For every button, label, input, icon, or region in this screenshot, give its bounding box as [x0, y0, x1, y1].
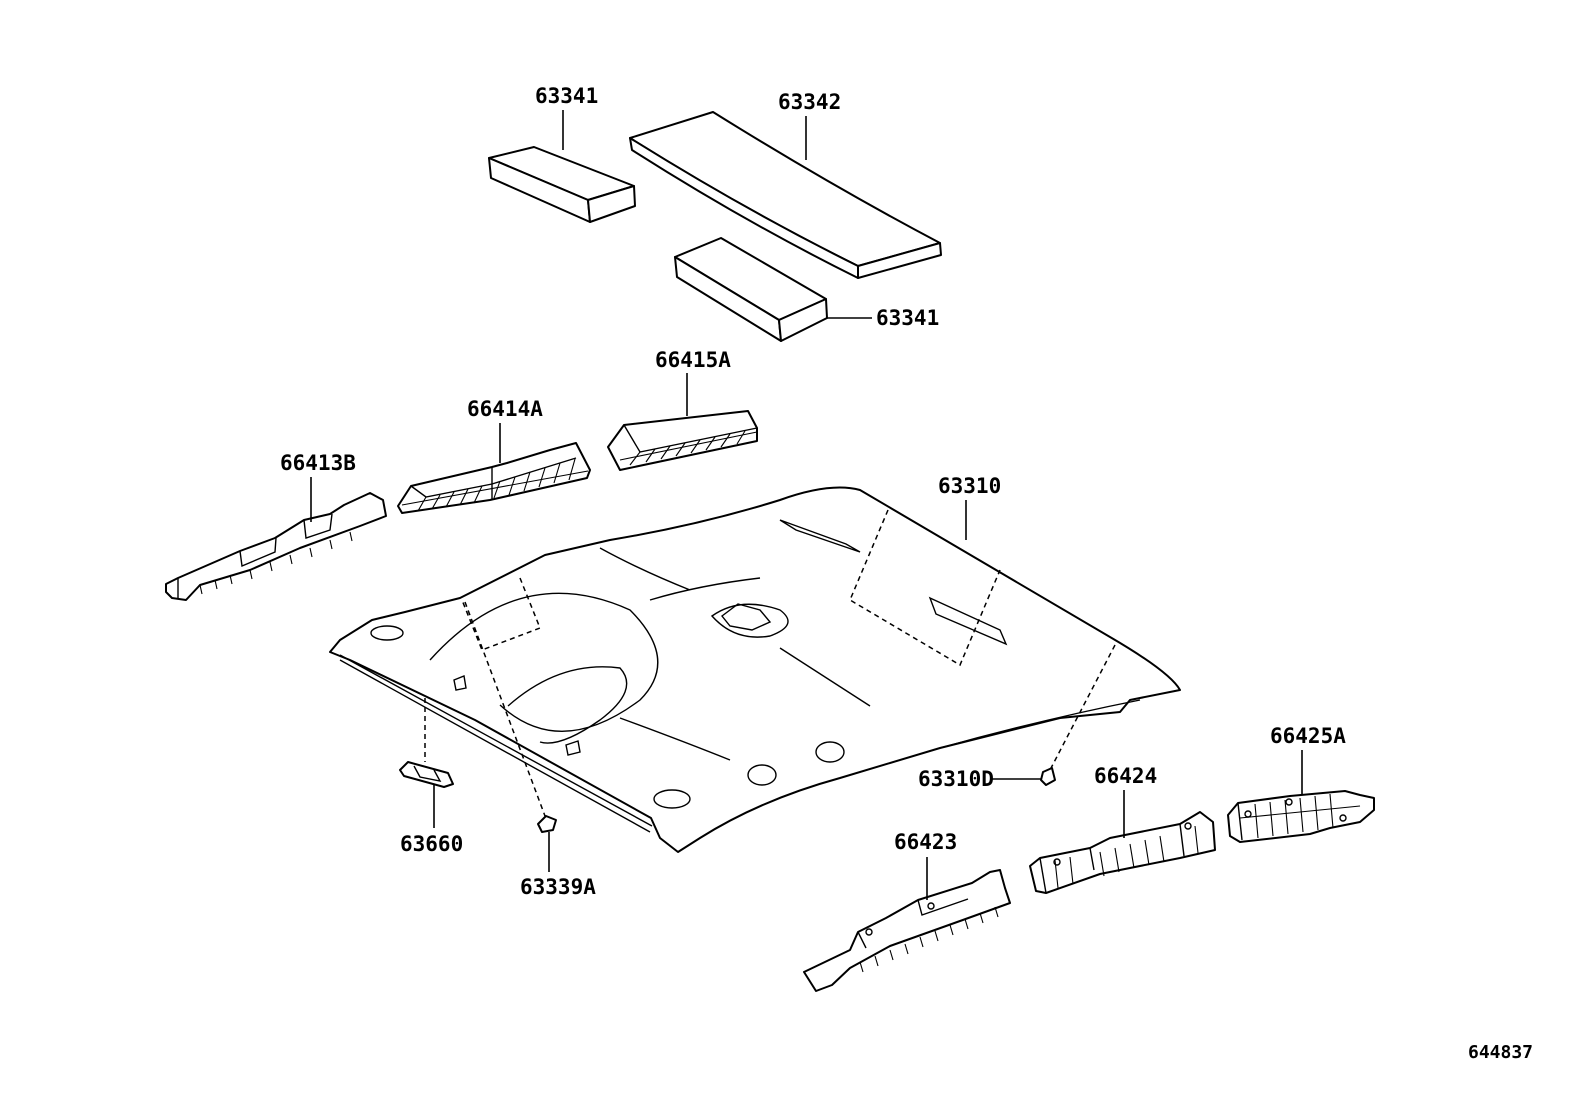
- dash-guide-63339A: [464, 601, 546, 817]
- part-63310-headliner[interactable]: [329, 486, 1181, 853]
- label-63660[interactable]: 63660: [400, 832, 463, 856]
- label-66425A[interactable]: 66425A: [1270, 724, 1346, 748]
- label-66413B[interactable]: 66413B: [280, 451, 356, 475]
- label-66424[interactable]: 66424: [1094, 764, 1157, 788]
- label-63310[interactable]: 63310: [938, 474, 1001, 498]
- part-63341-pad-top[interactable]: [488, 146, 636, 223]
- label-63310D[interactable]: 63310D: [918, 767, 994, 791]
- part-63339A-clip[interactable]: [537, 815, 557, 833]
- part-66425A-bracket[interactable]: [1227, 790, 1375, 843]
- label-66415A[interactable]: 66415A: [655, 348, 731, 372]
- figure-number: 644837: [1468, 1042, 1533, 1063]
- part-63310D-clip[interactable]: [1040, 767, 1056, 786]
- label-63341-top[interactable]: 63341: [535, 84, 598, 108]
- label-66423[interactable]: 66423: [894, 830, 957, 854]
- part-66414A-duct[interactable]: [397, 442, 591, 514]
- part-66423-bracket[interactable]: [803, 869, 1011, 992]
- part-63341-pad-bottom[interactable]: [674, 237, 828, 342]
- label-63339A[interactable]: 63339A: [520, 875, 596, 899]
- dash-guide-63310-a: [849, 509, 1001, 667]
- part-66415A-duct[interactable]: [607, 410, 758, 471]
- part-66413B-bracket[interactable]: [165, 492, 387, 601]
- part-63342-pad[interactable]: [629, 111, 942, 279]
- dash-guide-63310-b: [461, 577, 541, 651]
- part-63660-holder[interactable]: [399, 761, 454, 788]
- label-66414A[interactable]: 66414A: [467, 397, 543, 421]
- label-63342[interactable]: 63342: [778, 90, 841, 114]
- part-66424-bracket[interactable]: [1029, 811, 1216, 894]
- label-63341-bottom[interactable]: 63341: [876, 306, 939, 330]
- dash-guide-63310D: [1049, 644, 1116, 771]
